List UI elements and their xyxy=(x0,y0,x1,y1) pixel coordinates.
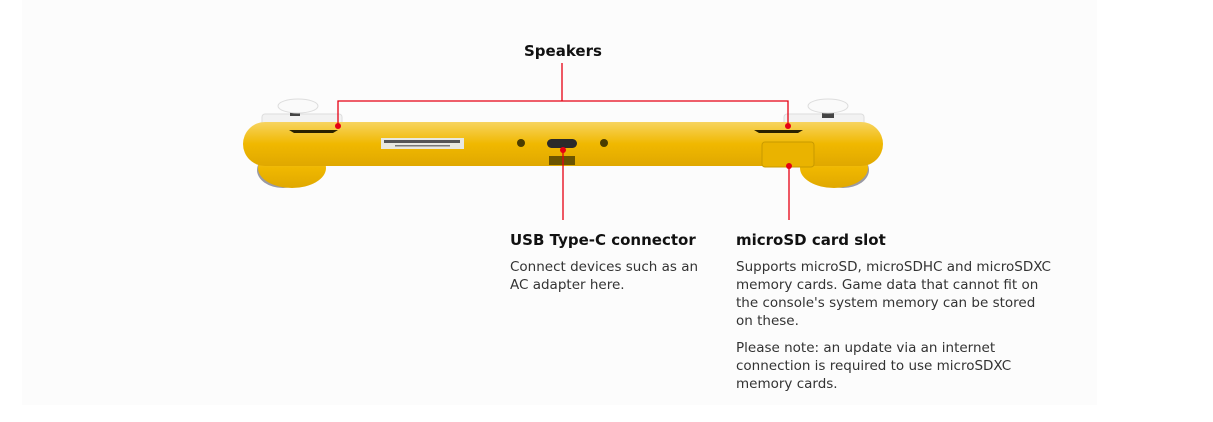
usb-dot xyxy=(560,147,566,153)
usb-description-text: Connect devices such as an AC adapter he… xyxy=(510,259,699,293)
microsd-title: microSD card slot xyxy=(736,231,886,249)
microsd-description-text: Supports microSD, microSDHC and microSDX… xyxy=(736,259,1051,329)
speakers-title: Speakers xyxy=(524,42,602,60)
left-speaker-grille xyxy=(289,130,338,133)
left-stick-and-buttons xyxy=(261,98,343,127)
right-stick-and-buttons xyxy=(783,98,865,127)
microsd-description: Supports microSD, microSDHC and microSDX… xyxy=(736,258,1054,402)
usb-title: USB Type-C connector xyxy=(510,231,696,249)
diagram-panel xyxy=(22,0,1097,405)
microsd-dot xyxy=(786,163,792,169)
speaker-right-dot xyxy=(785,123,791,129)
right-hole xyxy=(600,139,608,147)
port-recess xyxy=(549,156,575,165)
microsd-note: Please note: an update via an internet c… xyxy=(736,340,1012,392)
speaker-left-dot xyxy=(335,123,341,129)
left-hole xyxy=(517,139,525,147)
right-speaker-grille xyxy=(754,130,803,133)
callout-lines xyxy=(337,63,790,220)
usb-description: Connect devices such as an AC adapter he… xyxy=(510,258,710,303)
serial-label xyxy=(381,138,464,149)
usb-c-port xyxy=(547,139,577,148)
